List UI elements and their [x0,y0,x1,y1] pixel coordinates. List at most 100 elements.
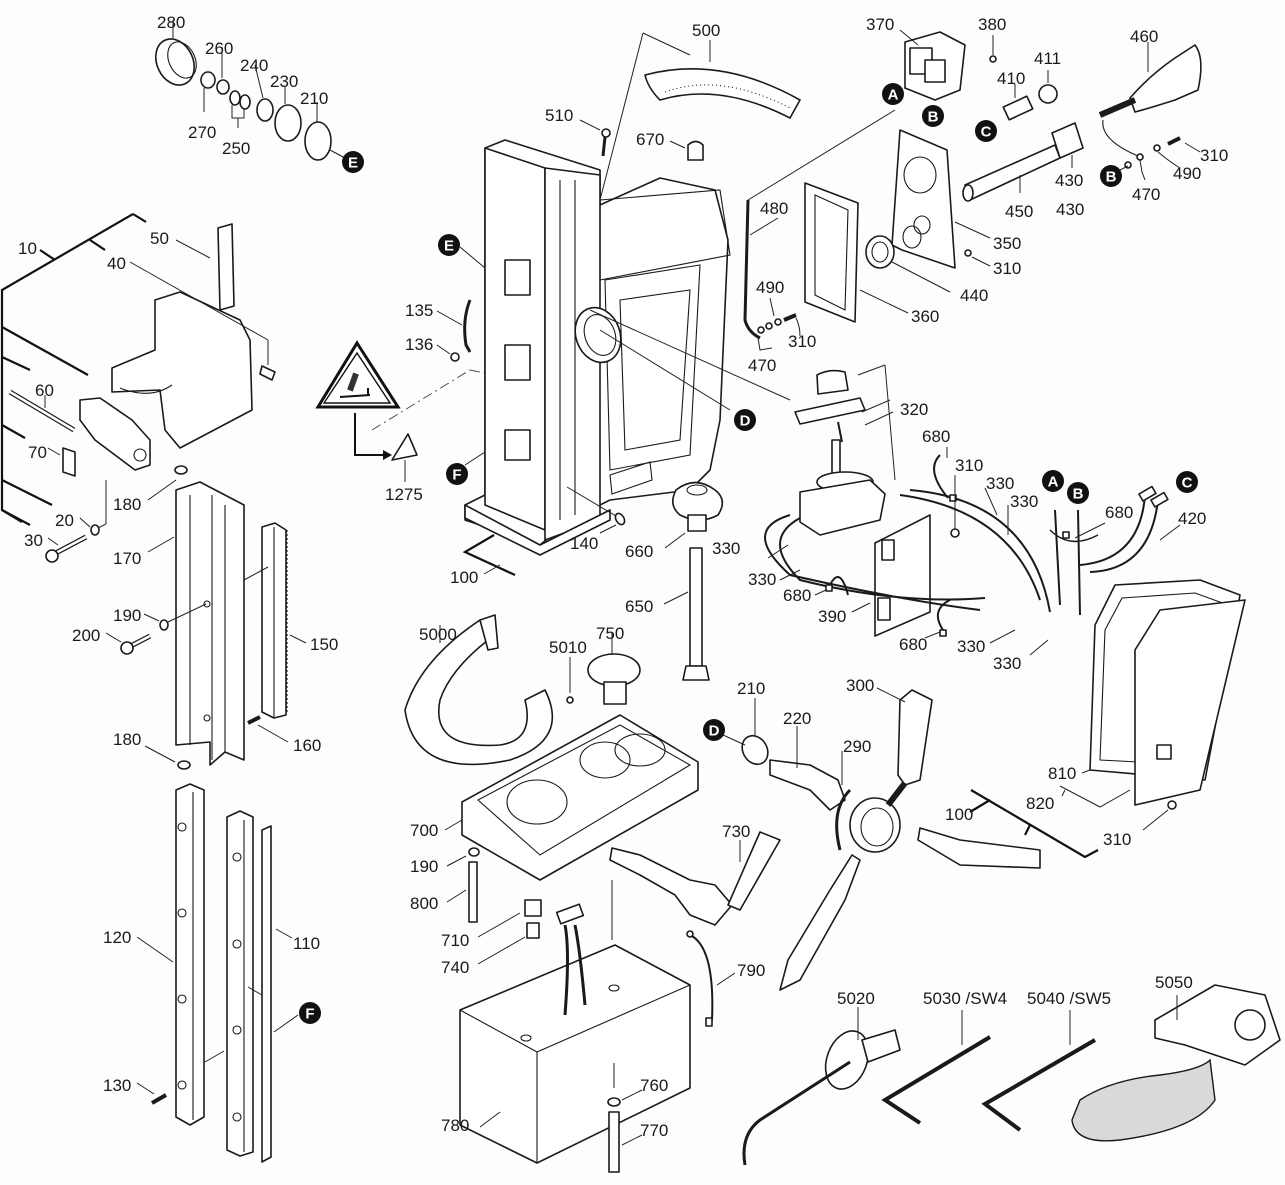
warning-sign [315,340,591,482]
reference-letter: E [348,155,358,172]
part-label-670: 670 [636,130,664,149]
part-350-gasket-plate [891,129,991,269]
reference-letter: C [981,124,992,141]
part-label-10: 10 [18,239,37,258]
part-5040-hex-key [981,1010,1097,1132]
part-label-5050: 5050 [1155,973,1193,992]
part-label-500: 500 [692,21,720,40]
part-label-420: 420 [1178,509,1206,528]
part-label-390: 390 [818,607,846,626]
part-660-star-knob [664,481,724,549]
part-390-circuit-board [851,514,931,637]
reference-circle-icon [1100,165,1122,187]
reference-marker-f: F [299,1002,321,1024]
part-label-210b: 210 [737,679,765,698]
part-label-200: 200 [72,626,100,645]
part-label-490b: 490 [756,278,784,297]
part-label-100b: 100 [945,805,973,824]
part-label-380: 380 [978,15,1006,34]
part-label-180a: 180 [113,495,141,514]
part-label-1275: 1275 [385,485,423,504]
reference-marker-a: A [882,83,904,105]
part-label-150: 150 [310,635,338,654]
part-290-scale-ring [835,751,852,851]
assembly-100-bracket-b [969,789,1099,859]
part-label-450: 450 [1005,202,1033,221]
reference-circle-icon [446,463,468,485]
reference-marker-b: B [1100,165,1122,187]
part-label-230: 230 [270,72,298,91]
part-label-680c: 680 [783,586,811,605]
part-470-490-310-ground [1102,119,1201,181]
reference-marker-c: C [1176,471,1198,493]
part-label-460: 460 [1130,27,1158,46]
part-820-cover-plate [1059,599,1246,808]
part-500-cover [644,40,801,119]
reference-circle-icon [438,234,460,256]
part-label-490a: 490 [1173,164,1201,183]
main-housing [459,32,791,556]
reference-letter: D [709,723,720,740]
part-20-30-fasteners [45,480,107,563]
part-label-700: 700 [410,821,438,840]
reference-letter: B [1073,486,1084,503]
part-label-310b: 310 [993,259,1021,278]
part-label-layer: 2802602402302102702501050406070203018017… [18,13,1228,1140]
part-label-470a: 470 [1132,185,1160,204]
part-label-5020: 5020 [837,989,875,1008]
reference-letter: B [1106,169,1117,186]
reference-letter: B [928,109,939,126]
part-label-370: 370 [866,15,894,34]
reference-circle-icon [734,409,756,431]
part-140-set-screw [566,486,626,534]
reference-letter: D [740,413,751,430]
reference-marker-c: C [975,120,997,142]
part-label-140: 140 [570,534,598,553]
part-label-136: 136 [405,335,433,354]
part-label-680d: 680 [899,635,927,654]
part-label-350: 350 [993,234,1021,253]
part-label-660: 660 [625,542,653,561]
reference-marker-f: F [446,463,468,485]
reference-marker-b: B [922,105,944,127]
part-460-plug [1098,42,1202,118]
part-label-770: 770 [640,1121,668,1140]
part-label-330c: 330 [712,539,740,558]
part-label-320: 320 [900,400,928,419]
part-430-450-sleeve [962,122,1084,202]
part-label-160: 160 [293,736,321,755]
part-label-780: 780 [441,1116,469,1135]
part-label-730: 730 [722,822,750,841]
part-label-20: 20 [55,511,74,530]
part-411-seal [1038,70,1058,104]
part-label-5030: 5030 /SW4 [923,989,1007,1008]
part-730-chuck-key [609,831,781,926]
part-label-310a: 310 [1200,146,1228,165]
part-510-screw [579,119,611,157]
part-label-430b: 430 [1056,200,1084,219]
part-label-110: 110 [293,934,320,953]
reference-marker-b: B [1067,482,1089,504]
part-label-411: 411 [1034,49,1061,68]
part-50-slide [175,223,235,311]
part-370-socket [899,29,966,101]
part-40-clamp-body [79,261,276,471]
part-label-740: 740 [441,958,469,977]
assembly-100-bracket-a [462,534,516,576]
part-label-750: 750 [596,624,624,643]
part-5020-center-pin [742,1007,901,1166]
wiring-330-680 [764,447,1181,656]
part-190-800-bolt [446,847,480,923]
part-label-270: 270 [188,123,216,142]
reference-circle-icon [1042,470,1064,492]
part-label-680a: 680 [922,427,950,446]
part-5000-strap [404,614,554,766]
part-label-310c: 310 [788,332,816,351]
part-760-770-bolt [607,1063,643,1173]
part-710-740-spacers [477,899,542,965]
part-170-column [144,465,245,770]
part-label-50: 50 [150,229,169,248]
part-label-330d: 330 [748,570,776,589]
